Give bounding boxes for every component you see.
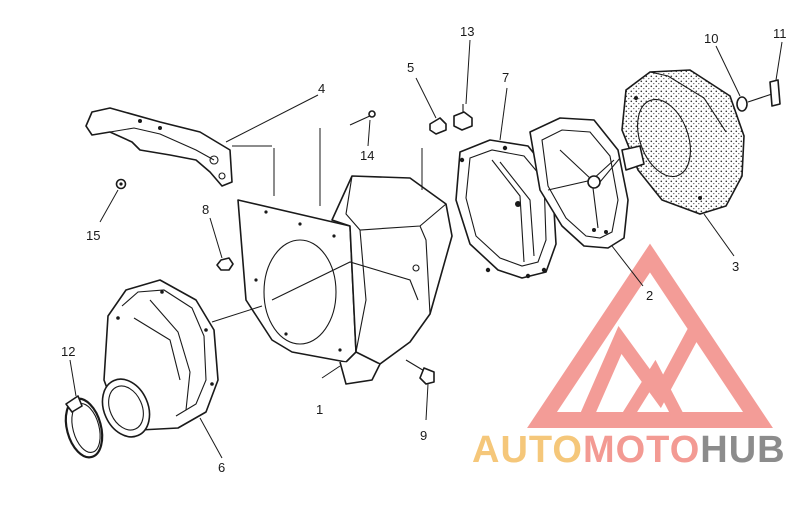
assembly-lines [211,128,621,323]
callout-10: 10 [704,31,718,46]
part-5-bolt [429,117,447,135]
part-14-screw [349,110,376,126]
callout-8: 8 [202,202,209,217]
part-3-filter-cover [621,69,745,215]
callout-13: 13 [460,24,474,39]
callout-2: 2 [646,288,653,303]
part-1-airbox [237,175,453,385]
part-2-filter-element [529,117,629,249]
callout-6: 6 [218,460,225,475]
watermark-text: AUTOMOTOHUB [472,429,786,471]
watermark-auto: AUTO [472,429,583,471]
part-12-clamp [64,395,104,459]
part-8-nut [216,257,234,271]
callout-15: 15 [86,228,100,243]
watermark-logo [527,243,773,428]
callout-leaders [69,39,783,459]
callout-9: 9 [420,428,427,443]
watermark-moto: MOTO [583,429,700,471]
callout-labels: 1 2 3 4 5 6 7 8 9 10 11 12 13 14 15 [61,24,787,475]
callout-4: 4 [318,81,325,96]
part-11-knob [747,79,781,107]
part-13-bolt [453,104,473,131]
part-7-filter-frame [455,139,557,279]
callout-5: 5 [407,60,414,75]
part-15-nut [115,178,127,190]
callout-14: 14 [360,148,374,163]
svg-text:AUTOMOTOHUB: AUTOMOTOHUB [472,429,786,471]
part-10-washer [736,96,748,112]
part-9-bolt [405,359,435,385]
watermark-hub: HUB [700,429,785,471]
callout-11: 11 [773,26,787,41]
callout-12: 12 [61,344,75,359]
callout-7: 7 [502,70,509,85]
part-6-intake-duct [101,279,219,438]
callout-3: 3 [732,259,739,274]
part-4-bracket [85,107,233,187]
callout-1: 1 [316,402,323,417]
